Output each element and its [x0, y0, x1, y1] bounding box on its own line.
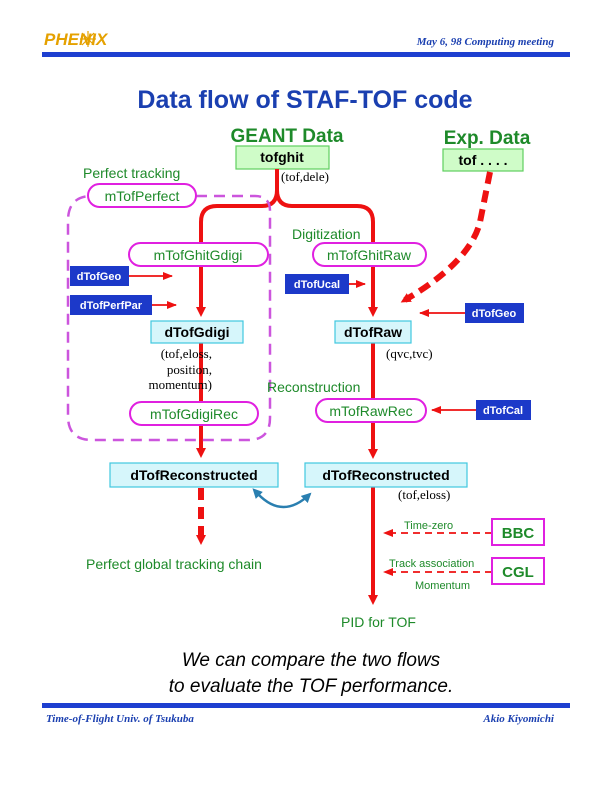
table-reconstructed-right-label: dTofReconstructed	[322, 467, 449, 483]
input-ucal: dTofUcal	[285, 274, 349, 294]
compare-double-arrow	[252, 488, 312, 509]
module-raw-rec: mTofRawRec	[315, 398, 427, 423]
module-gdigi-rec-label: mTofGdigiRec	[150, 406, 238, 422]
exp-tof-label: tof . . . .	[459, 152, 508, 168]
reconstruction-label: Reconstruction	[267, 379, 360, 395]
logo-text: PHENIX	[44, 30, 109, 49]
rec-args: (tof,eloss)	[398, 487, 450, 502]
input-arrows	[129, 272, 492, 576]
module-ghit-raw: mTofGhitRaw	[312, 242, 427, 267]
header-rule	[42, 52, 570, 57]
page-title: Data flow of STAF-TOF code	[137, 86, 472, 114]
tofghit-label: tofghit	[260, 149, 304, 165]
footer-left: Time-of-Flight Univ. of Tsukuba	[46, 713, 194, 725]
perfect-chain-label: Perfect global tracking chain	[86, 556, 262, 572]
input-geo-left: dTofGeo	[70, 266, 129, 286]
footer-right: Akio Kiyomichi	[482, 713, 555, 725]
footer-rule	[42, 703, 570, 708]
table-gdigi: dTofGdigi	[150, 320, 244, 344]
input-cal: dTofCal	[476, 400, 531, 420]
flow-lines	[196, 169, 378, 605]
tofghit-args: (tof,dele)	[281, 169, 329, 184]
module-perfect-label: mTofPerfect	[105, 188, 180, 204]
fork-right	[275, 189, 375, 244]
module-perfect: mTofPerfect	[87, 183, 197, 208]
module-gdigi-rec: mTofGdigiRec	[129, 401, 259, 426]
table-raw: dTofRaw	[334, 320, 412, 344]
gdigi-args-3: momentum)	[148, 377, 212, 392]
table-reconstructed-left: dTofReconstructed	[109, 462, 279, 488]
input-geo-right: dTofGeo	[465, 303, 524, 323]
exp-data-label: Exp. Data	[444, 128, 531, 149]
module-ghit-gdigi-label: mTofGhitGdigi	[154, 247, 243, 263]
logo-sun-icon	[80, 31, 96, 47]
bbc-box: BBC	[491, 518, 545, 546]
time-zero-label: Time-zero	[404, 520, 453, 532]
perfect-tracking-region	[66, 194, 272, 442]
table-raw-label: dTofRaw	[344, 324, 402, 340]
pid-label: PID for TOF	[341, 614, 416, 630]
fork-left	[199, 189, 279, 244]
cgl-label: CGL	[502, 564, 534, 581]
cgl-box: CGL	[491, 557, 545, 585]
gdigi-args-2: position,	[167, 362, 212, 377]
phenix-logo: PHENIX	[44, 30, 109, 49]
input-perfpar: dTofPerfPar	[70, 295, 152, 315]
module-ghit-gdigi: mTofGhitGdigi	[128, 242, 269, 267]
perfect-tracking-label: Perfect tracking	[83, 165, 180, 181]
conclusion-line-1: We can compare the two flows	[182, 650, 441, 671]
exp-tof-box	[442, 148, 524, 172]
gdigi-args-1: (tof,eloss,	[161, 346, 212, 361]
track-association-label: Track association	[389, 558, 474, 570]
dashed-flows	[196, 171, 493, 545]
table-gdigi-label: dTofGdigi	[164, 324, 229, 340]
raw-args: (qvc,tvc)	[386, 346, 433, 361]
conclusion-line-2: to evaluate the TOF performance.	[169, 676, 453, 697]
flow-exp-to-raw	[400, 171, 493, 303]
tofghit-box	[235, 145, 330, 170]
momentum-label: Momentum	[415, 580, 470, 592]
module-raw-rec-label: mTofRawRec	[329, 403, 412, 419]
input-perfpar-label: dTofPerfPar	[80, 300, 143, 312]
bbc-label: BBC	[502, 525, 535, 542]
input-geo-left-label: dTofGeo	[77, 271, 122, 283]
table-reconstructed-right: dTofReconstructed	[304, 462, 468, 488]
digitization-label: Digitization	[292, 226, 360, 242]
geant-data-label: GEANT Data	[231, 126, 344, 147]
input-ucal-label: dTofUcal	[294, 279, 340, 291]
input-cal-label: dTofCal	[483, 405, 523, 417]
input-geo-right-label: dTofGeo	[472, 308, 517, 320]
table-reconstructed-left-label: dTofReconstructed	[130, 467, 257, 483]
meeting-info: May 6, 98 Computing meeting	[416, 36, 555, 48]
module-ghit-raw-label: mTofGhitRaw	[327, 247, 412, 263]
